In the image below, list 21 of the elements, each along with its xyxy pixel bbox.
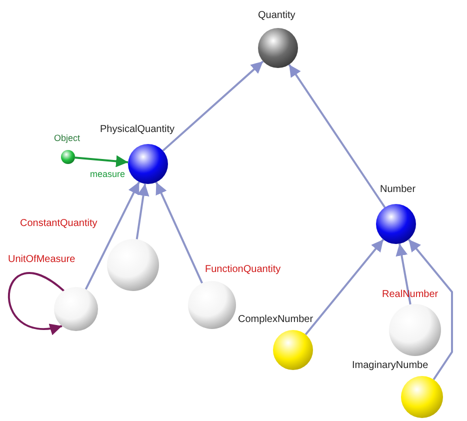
node-label: RealNumber (382, 289, 438, 300)
node-label: Object (54, 133, 80, 144)
edge-label: measure (90, 170, 126, 180)
arrow (288, 64, 386, 208)
node-label: ComplexNumber (238, 314, 314, 326)
node-label: Quantity (258, 10, 296, 22)
node-label: ImaginaryNumbe (352, 360, 428, 372)
node-label: Number (380, 184, 416, 196)
node-label: FunctionQuantity (205, 264, 281, 276)
arrow (136, 184, 150, 240)
node-label: ConstantQuantity (20, 218, 98, 230)
arrow (8, 272, 65, 334)
arrow (84, 181, 140, 290)
arrow (162, 60, 264, 152)
arrow (155, 182, 203, 284)
node-label: PhysicalQuantity (100, 124, 174, 136)
arrow (408, 238, 453, 380)
node-label: UnitOfMeasure (8, 254, 76, 266)
arrow (304, 238, 384, 336)
arrow (74, 155, 128, 168)
arrow (396, 244, 412, 305)
